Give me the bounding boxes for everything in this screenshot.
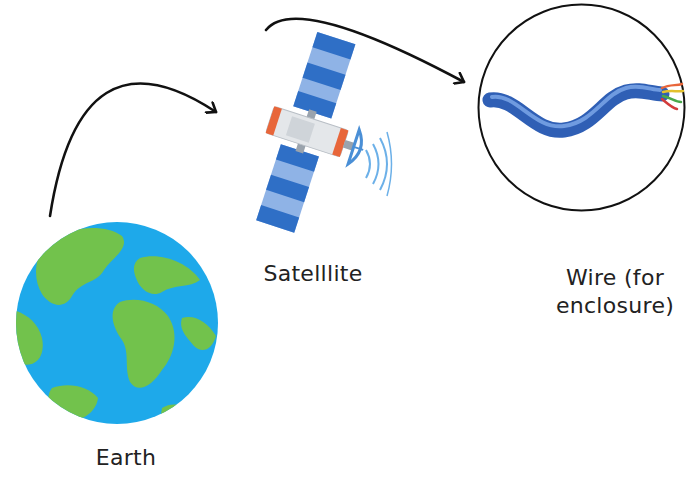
wire-node: Wire (for enclosure) (476, 2, 687, 324)
solar-panel (256, 144, 319, 232)
wire-cores (662, 84, 683, 109)
curved-arrow (50, 83, 216, 216)
node-label: Wire (for enclosure) (540, 264, 690, 320)
curved-arrow (266, 19, 464, 82)
earth-node: Earth (12, 218, 222, 476)
solar-panel (293, 32, 355, 119)
satellite-illustration (228, 32, 398, 237)
node-label: Earth (26, 444, 226, 472)
earth-globe (12, 218, 222, 428)
wire-circle (476, 2, 687, 213)
node-label: Satelllite (228, 260, 398, 288)
signal-waves (366, 132, 392, 196)
satellite-node: Satelllite (228, 32, 398, 292)
